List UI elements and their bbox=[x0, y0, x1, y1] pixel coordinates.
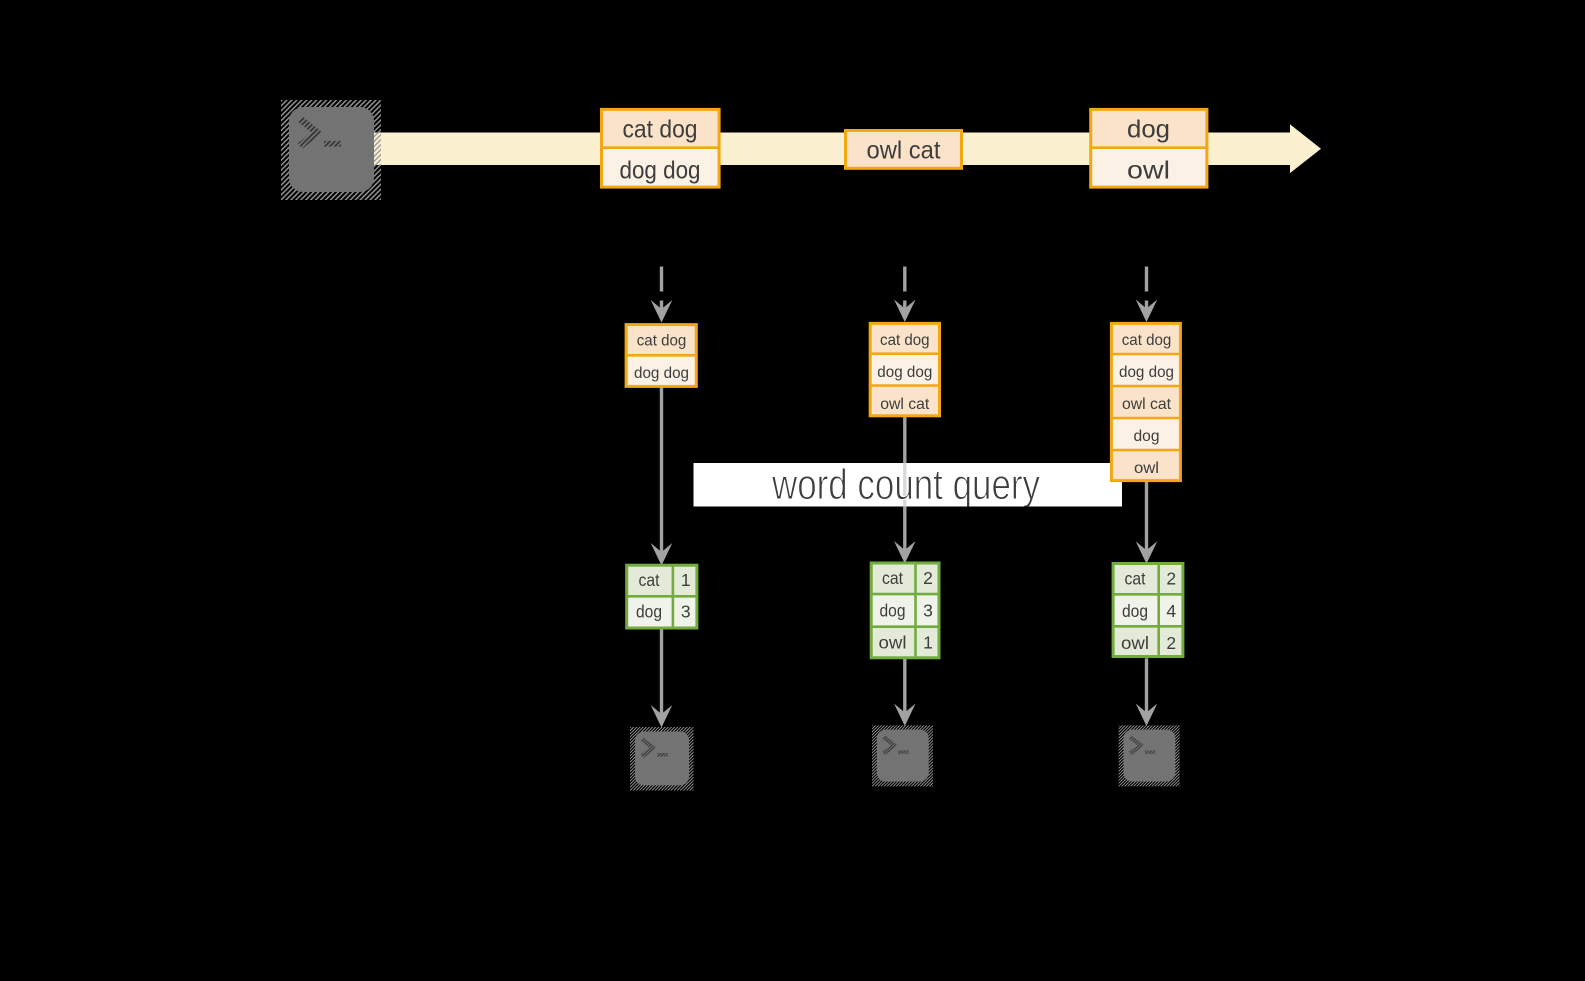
svg-text:dog dog: dog dog bbox=[634, 365, 689, 382]
svg-text:2: 2 bbox=[1166, 568, 1176, 588]
svg-text:1: 1 bbox=[681, 570, 691, 590]
svg-text:owl cat: owl cat bbox=[867, 137, 941, 165]
svg-text:owl: owl bbox=[1134, 460, 1159, 477]
svg-text:cat: cat bbox=[882, 568, 903, 588]
svg-text:dog: dog bbox=[880, 601, 906, 621]
svg-text:dog: dog bbox=[1122, 601, 1148, 621]
svg-text:owl cat: owl cat bbox=[880, 396, 930, 413]
svg-text:dog dog: dog dog bbox=[620, 157, 701, 185]
svg-text:dog dog: dog dog bbox=[1119, 364, 1174, 381]
svg-text:owl cat: owl cat bbox=[1122, 396, 1172, 413]
svg-text:cat dog: cat dog bbox=[637, 333, 687, 350]
svg-text:word count query: word count query bbox=[771, 461, 1040, 509]
svg-text:4: 4 bbox=[1166, 601, 1176, 621]
svg-text:2: 2 bbox=[1166, 633, 1176, 653]
svg-text:cat: cat bbox=[639, 570, 660, 590]
svg-text:dog: dog bbox=[636, 602, 662, 622]
svg-text:cat dog: cat dog bbox=[1122, 332, 1172, 349]
svg-text:cat: cat bbox=[1125, 568, 1146, 588]
svg-text:dog: dog bbox=[1134, 428, 1160, 445]
svg-text:dog dog: dog dog bbox=[877, 364, 932, 381]
svg-text:3: 3 bbox=[923, 601, 933, 621]
svg-text:owl: owl bbox=[879, 633, 907, 653]
svg-text:cat dog: cat dog bbox=[880, 332, 930, 349]
svg-text:3: 3 bbox=[681, 602, 691, 622]
svg-text:2: 2 bbox=[923, 568, 933, 588]
svg-text:dog: dog bbox=[1127, 116, 1170, 144]
svg-text:cat dog: cat dog bbox=[623, 116, 698, 144]
svg-text:owl: owl bbox=[1121, 633, 1149, 653]
svg-text:owl: owl bbox=[1127, 157, 1170, 185]
svg-text:1: 1 bbox=[923, 633, 933, 653]
